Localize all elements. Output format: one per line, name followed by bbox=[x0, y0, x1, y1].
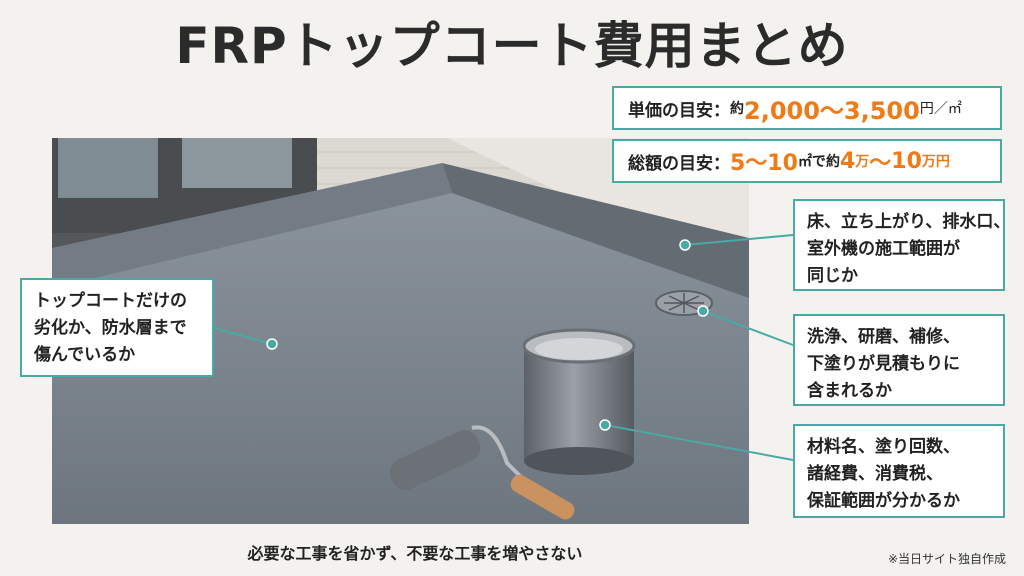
total-approx: 約 bbox=[825, 154, 840, 170]
total-tilde: 〜 bbox=[869, 151, 892, 176]
total-area-unit: ㎡で bbox=[797, 154, 826, 170]
bottom-caption: 必要な工事を省かず、不要な工事を増やさない bbox=[247, 544, 583, 563]
note-right2-line-3: 含まれるか bbox=[807, 381, 892, 401]
note-left: トップコートだけの 劣化か、防水層まで 傷んでいるか bbox=[20, 278, 214, 377]
total-man1: 万 bbox=[855, 154, 870, 170]
unit-price-value: 2,000〜3,500 bbox=[744, 96, 920, 125]
total-low: 4 bbox=[839, 148, 856, 174]
note-right3-line-1: 材料名、塗り回数、 bbox=[807, 437, 960, 457]
note-right3-line-3: 保証範囲が分かるか bbox=[807, 491, 960, 511]
note-left-line-3: 傷んでいるか bbox=[34, 345, 136, 365]
note-right1-line-2: 室外機の施工範囲が bbox=[807, 239, 960, 259]
unit-price-unit: 円／㎡ bbox=[919, 101, 962, 117]
source-note: ※当日サイト独自作成 bbox=[887, 552, 1006, 566]
total-high: 10 bbox=[891, 148, 922, 174]
total-area: 5〜10 bbox=[730, 151, 798, 176]
note-right1-line-3: 同じか bbox=[807, 266, 858, 286]
note-right2-line-1: 洗浄、研磨、補修、 bbox=[807, 327, 960, 347]
note-left-line-2: 劣化か、防水層まで bbox=[34, 318, 187, 338]
note-right-2: 洗浄、研磨、補修、 下塗りが見積もりに 含まれるか bbox=[793, 314, 1005, 406]
total-man2: 万円 bbox=[921, 154, 950, 170]
unit-price-box: 単価の目安： 約 2,000〜3,500 円／㎡ bbox=[612, 86, 1002, 130]
total-price-box: 総額の目安： 5〜10 ㎡で 約 4 万 〜 10 万円 bbox=[612, 139, 1002, 183]
note-right-3: 材料名、塗り回数、 諸経費、消費税、 保証範囲が分かるか bbox=[793, 424, 1005, 518]
total-label: 総額の目安： bbox=[628, 153, 730, 174]
note-right2-line-2: 下塗りが見積もりに bbox=[807, 354, 960, 374]
note-right-1: 床、立ち上がり、排水口、 室外機の施工範囲が 同じか bbox=[793, 199, 1011, 291]
note-left-line-1: トップコートだけの bbox=[34, 291, 187, 311]
page-title: FRPトップコート費用まとめ bbox=[175, 17, 849, 75]
note-right1-line-1: 床、立ち上がり、排水口、 bbox=[807, 212, 1011, 232]
unit-price-approx: 約 bbox=[730, 101, 744, 117]
unit-price-label: 単価の目安： bbox=[628, 100, 730, 121]
note-right3-line-2: 諸経費、消費税、 bbox=[807, 464, 943, 484]
